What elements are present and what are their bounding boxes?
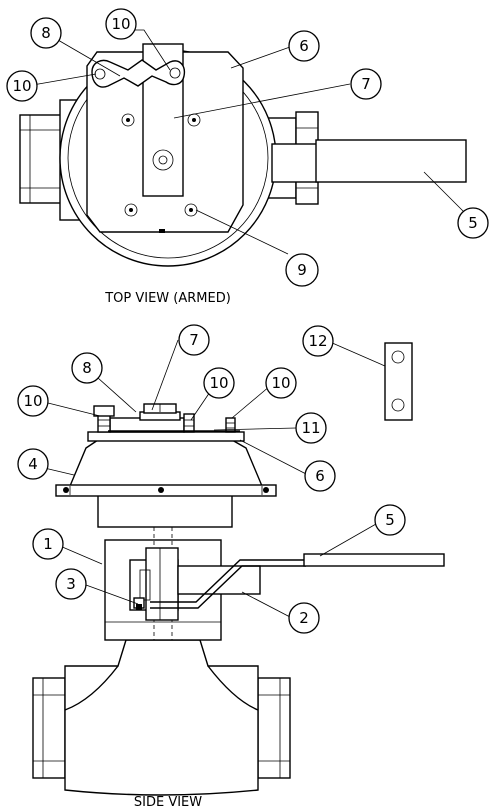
side-handle (150, 553, 445, 609)
side-studs (93, 405, 236, 433)
side-right-connector (257, 677, 291, 779)
callout-10-top-a: 10 (105, 8, 137, 40)
side-view-label: SIDE VIEW (134, 795, 202, 810)
svg-text:2: 2 (299, 609, 309, 627)
top-link (91, 59, 186, 88)
callout-12: 12 (302, 325, 334, 357)
svg-text:7: 7 (361, 75, 371, 93)
side-left-connector (32, 677, 66, 779)
callout-3: 3 (55, 568, 87, 600)
svg-text:6: 6 (315, 467, 325, 485)
svg-text:1: 1 (43, 535, 53, 553)
svg-text:10: 10 (209, 374, 228, 392)
svg-text:8: 8 (41, 24, 51, 42)
callout-10-side-a: 10 (203, 367, 235, 399)
svg-text:10: 10 (23, 392, 42, 410)
side-top-plate (87, 431, 245, 442)
top-view-label: TOP VIEW (ARMED) (104, 291, 231, 306)
svg-text:12: 12 (308, 332, 327, 350)
callout-10-top-b: 10 (6, 70, 38, 102)
svg-text:10: 10 (111, 15, 130, 33)
top-center-screw (152, 149, 174, 171)
top-handle (271, 139, 467, 183)
side-lock-assembly (109, 403, 185, 433)
callouts: 8 10 6 10 7 5 9 12 (6, 8, 489, 634)
side-handle-bracket (177, 565, 261, 595)
side-actuator-housing (55, 439, 277, 497)
side-view (32, 403, 445, 796)
callout-8-top: 8 (30, 17, 62, 49)
callout-6-side: 6 (304, 460, 336, 492)
callout-7-side: 7 (178, 324, 210, 356)
svg-text:9: 9 (297, 261, 307, 279)
callout-1: 1 (32, 528, 64, 560)
svg-text:10: 10 (271, 374, 290, 392)
callout-7-top: 7 (350, 68, 382, 100)
part-12-link-plate (384, 342, 413, 421)
side-valve-body (64, 639, 259, 796)
callout-8-side: 8 (71, 352, 103, 384)
svg-text:5: 5 (468, 214, 478, 232)
callout-2: 2 (288, 602, 320, 634)
svg-text:4: 4 (28, 455, 38, 473)
svg-text:10: 10 (12, 77, 31, 95)
callout-6-top: 6 (288, 30, 320, 62)
callout-11: 11 (295, 412, 327, 444)
top-view (19, 43, 467, 267)
callout-10-side-b: 10 (265, 367, 297, 399)
svg-text:7: 7 (189, 331, 199, 349)
svg-text:11: 11 (301, 419, 320, 437)
svg-text:8: 8 (82, 359, 92, 377)
callout-9-top: 9 (285, 253, 319, 287)
callout-5-top: 5 (457, 207, 489, 239)
callout-10-side-c: 10 (17, 385, 49, 417)
svg-text:5: 5 (385, 511, 395, 529)
callout-5-side: 5 (374, 504, 406, 536)
callout-4: 4 (17, 448, 49, 480)
svg-text:3: 3 (66, 575, 76, 593)
svg-text:6: 6 (299, 37, 309, 55)
